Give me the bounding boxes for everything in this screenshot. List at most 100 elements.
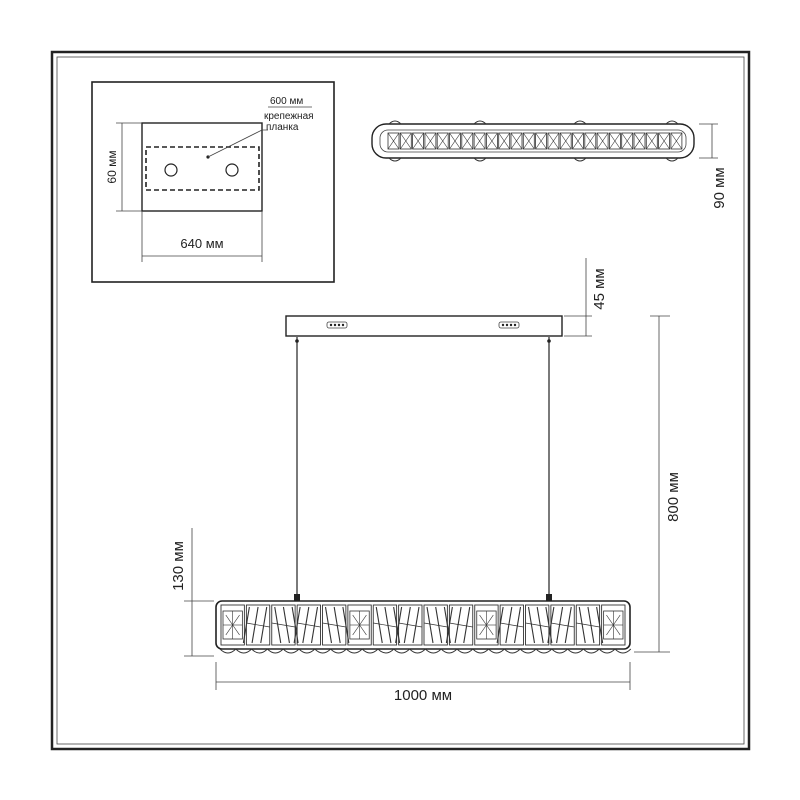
body-crystal-ray xyxy=(225,614,233,626)
body-crystal-slant xyxy=(445,606,453,644)
body-crystal-slant xyxy=(333,606,341,644)
body-scallop xyxy=(298,648,316,654)
body-crystal-slant xyxy=(260,606,268,644)
body-crystal-ray xyxy=(225,624,233,636)
top-crystal-cell xyxy=(461,132,474,150)
body-scallop xyxy=(425,648,442,654)
top-crystal-diag-b xyxy=(436,132,449,150)
body-scallop xyxy=(598,648,616,654)
body-crystal-cross xyxy=(423,622,448,628)
top-crystal-diag-b xyxy=(646,132,658,150)
top-crystal-cell xyxy=(436,132,449,150)
body-scallop xyxy=(583,648,600,654)
body-crystal-slant xyxy=(564,606,572,644)
top-view-bumps xyxy=(388,120,679,162)
lamp-body-crystals xyxy=(220,604,626,646)
screw-hole-right xyxy=(225,163,239,177)
cable-right-clamp xyxy=(546,594,552,601)
canopy-plate-outline xyxy=(141,122,263,212)
top-crystal-cell xyxy=(670,132,683,150)
body-crystal-cross xyxy=(550,622,575,628)
top-crystal-diag-b xyxy=(633,132,646,150)
top-crystal-cell xyxy=(658,132,670,150)
body-crystal-slant xyxy=(454,606,462,644)
top-crystal-diag-b xyxy=(424,132,437,150)
top-crystal-cell xyxy=(498,132,511,150)
body-crystal-cross xyxy=(322,622,346,628)
body-crystal-slant xyxy=(435,606,443,644)
top-crystal-cell xyxy=(485,132,498,150)
body-crystal-slant xyxy=(293,606,301,644)
body-scallop xyxy=(282,648,300,654)
body-scallop xyxy=(440,648,458,654)
body-crystal-slant xyxy=(282,606,290,644)
body-crystal-slant xyxy=(587,606,595,644)
top-crystal-diag-b xyxy=(559,132,572,150)
body-scallop xyxy=(251,648,268,654)
body-scallop xyxy=(535,648,553,654)
body-crystal-ray xyxy=(352,614,360,626)
body-crystal-slant xyxy=(274,606,282,644)
body-crystal-ray xyxy=(352,624,360,636)
body-crystal-cross xyxy=(576,622,600,628)
top-crystal-cell xyxy=(449,132,461,150)
inner-width-label: 600 мм xyxy=(270,96,303,107)
body-crystal-slant xyxy=(505,606,513,644)
body-crystal-slant xyxy=(324,606,333,644)
body-crystal-ray xyxy=(486,614,494,626)
plate-height-label: 60 мм xyxy=(105,150,119,183)
mount-label-line1: крепежная xyxy=(264,111,314,122)
top-view-body xyxy=(371,123,695,159)
top-crystal-diag-b xyxy=(473,132,486,150)
top-crystal-cell xyxy=(473,132,486,150)
body-crystal-slant xyxy=(251,606,259,644)
body-crystal-cross xyxy=(373,622,397,628)
top-bump xyxy=(665,120,679,125)
body-crystal-slant xyxy=(547,606,555,644)
top-crystal-cell xyxy=(424,132,437,150)
cable-left-top-dot xyxy=(295,339,299,343)
top-crystal-cell xyxy=(559,132,572,150)
top-bump xyxy=(473,120,487,125)
top-bump xyxy=(473,157,487,162)
top-crystal-diag-b xyxy=(584,132,597,150)
top-crystal-cell xyxy=(412,132,425,150)
top-crystal-cell xyxy=(510,132,523,150)
top-crystal-diag-b xyxy=(510,132,523,150)
top-crystal-cell xyxy=(645,132,658,150)
top-crystal-diag-b xyxy=(387,132,400,150)
body-crystal-ray xyxy=(359,624,367,636)
top-crystal-diag-b xyxy=(449,132,461,150)
top-crystal-cell xyxy=(621,132,634,150)
body-crystal-slant xyxy=(403,606,411,644)
top-crystal-diag-b xyxy=(658,132,670,150)
top-crystal-cell xyxy=(596,132,609,150)
body-crystal-slant xyxy=(496,606,504,644)
body-crystal-cell xyxy=(220,604,245,646)
body-crystal-cross xyxy=(500,622,524,628)
body-scallop xyxy=(314,648,331,654)
body-crystal-cross xyxy=(525,622,549,628)
body-crystal-cross xyxy=(246,622,270,628)
top-crystal-cell xyxy=(387,132,400,150)
canopy-vent-left xyxy=(326,321,348,329)
body-scallop xyxy=(519,648,537,654)
body-crystal-cross xyxy=(297,622,321,628)
length-label: 1000 мм xyxy=(394,687,452,704)
body-scallop xyxy=(361,648,379,654)
body-crystal-ray xyxy=(479,614,487,626)
top-view-inner xyxy=(379,129,687,153)
body-scallop xyxy=(488,648,505,654)
lamp-body-bottom-scallops xyxy=(219,648,632,654)
body-crystal-ray xyxy=(486,624,494,636)
body-crystal-slant xyxy=(536,606,544,644)
cable-right-top-dot xyxy=(547,339,551,343)
body-crystal-slant xyxy=(527,606,536,644)
body-scallop xyxy=(235,648,252,654)
top-crystal-cell xyxy=(572,132,584,150)
body-crystal-cell xyxy=(474,604,499,646)
top-crystal-cell xyxy=(547,132,560,150)
top-crystal-diag-b xyxy=(621,132,633,150)
top-crystal-cell xyxy=(535,132,547,150)
detail-box xyxy=(91,81,335,283)
